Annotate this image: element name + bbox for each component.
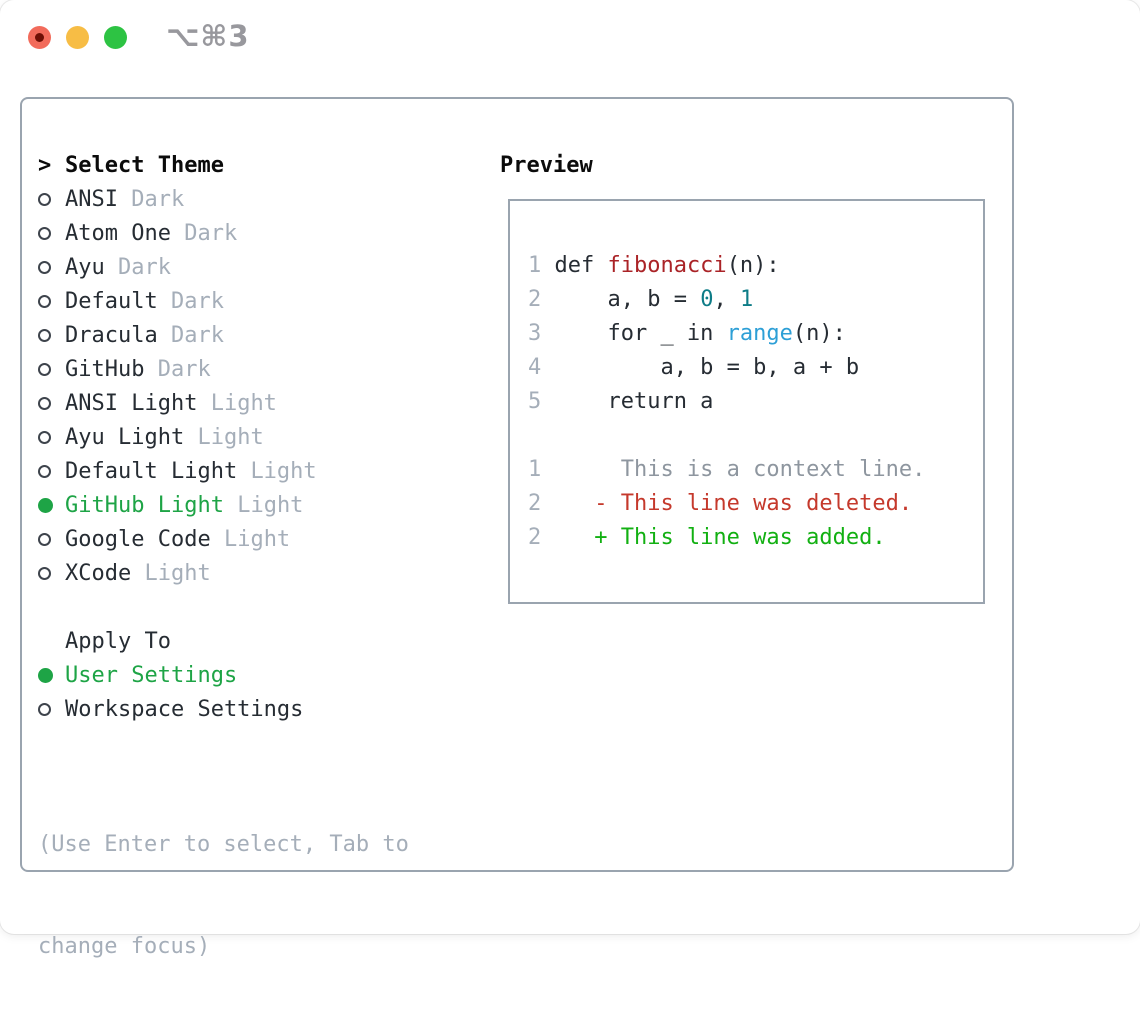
theme-variant-badge: Light [237,492,304,518]
keyboard-shortcut-label: ⌥⌘3 [166,19,250,53]
title-bar: ⌥⌘3 [0,0,1140,75]
line-number: 3 [528,321,542,346]
diff-added-line: 2 + This line was added. [528,521,925,555]
theme-variant-badge: Dark [184,220,238,246]
theme-name: Google Code [65,526,211,552]
theme-option-atom-one-dark[interactable]: Atom One Dark [38,216,317,250]
theme-name: ANSI Light [65,390,198,416]
line-number: 2 [528,525,542,550]
theme-list: > Select Theme ANSI Dark Atom One Dark A… [38,148,317,590]
radio-icon [38,192,65,206]
theme-option-dracula-dark[interactable]: Dracula Dark [38,318,317,352]
radio-icon [38,294,65,308]
theme-name: GitHub [65,356,145,382]
zoom-button[interactable] [104,26,127,49]
theme-name: Ayu Light [65,424,185,450]
apply-option-workspace-settings[interactable]: Workspace Settings [38,692,303,726]
radio-icon [38,362,65,376]
theme-name: Default [65,288,158,314]
radio-icon [38,226,65,240]
apply-to-header: Apply To [38,624,303,658]
close-button[interactable] [28,26,51,49]
select-theme-header: > Select Theme [38,148,317,182]
hint-line-1: (Use Enter to select, Tab to [38,832,409,857]
theme-variant-badge: Dark [118,254,171,280]
theme-option-github-dark[interactable]: GitHub Dark [38,352,317,386]
theme-variant-badge: Dark [131,186,185,212]
minimize-button[interactable] [66,26,89,49]
code-blank-line [528,419,925,453]
selected-radio-icon [38,667,65,683]
theme-variant-badge: Dark [170,288,224,314]
radio-icon [38,430,65,444]
theme-variant-badge: Light [223,526,291,552]
apply-option-user-settings[interactable]: User Settings [38,658,303,692]
theme-variant-badge: Light [144,560,211,586]
radio-icon [38,532,65,546]
theme-name: GitHub Light [65,492,224,518]
hint-line-2: change focus) [38,934,211,959]
theme-option-ayu-light[interactable]: Ayu Light Light [38,420,317,454]
line-number: 2 [528,287,542,312]
number-literal: 1 [739,287,754,312]
code-line: 5 return a [528,385,925,419]
line-number: 5 [528,389,542,414]
theme-variant-badge: Light [250,458,317,484]
radio-icon [38,260,65,274]
theme-option-default-light[interactable]: Default Light Light [38,454,317,488]
radio-icon [38,396,65,410]
theme-picker-panel: > Select Theme ANSI Dark Atom One Dark A… [20,97,1014,959]
theme-option-default-dark[interactable]: Default Dark [38,284,317,318]
radio-icon [38,328,65,342]
theme-option-google-code-light[interactable]: Google Code Light [38,522,317,556]
function-name: fibonacci [607,253,727,278]
selected-radio-icon [38,497,65,513]
number-literal: 0 [700,287,714,312]
diff-deleted-line: 2 - This line was deleted. [528,487,925,521]
theme-name: XCode [65,560,132,586]
theme-variant-badge: Dark [157,356,211,382]
theme-name: Ayu [65,254,105,280]
theme-name: Atom One [65,220,171,246]
theme-variant-badge: Light [210,390,277,416]
theme-option-ansi-dark[interactable]: ANSI Dark [38,182,317,216]
code-line: 2 a, b = 0, 1 [528,283,925,317]
theme-name: ANSI [65,186,118,212]
theme-option-xcode-light[interactable]: XCode Light [38,556,317,590]
diff-context-line: 1 This is a context line. [528,453,925,487]
apply-to-section: Apply To User Settings Workspace Setting… [38,624,303,726]
apply-to-title: Apply To [65,628,171,654]
app-window: ⌥⌘3 > Select Theme ANSI Dark Atom One Da… [0,0,1140,959]
theme-name: Dracula [65,322,158,348]
code-line: 3 for _ in range(n): [528,317,925,351]
line-number: 4 [528,355,542,380]
line-number: 2 [528,491,542,516]
radio-icon [38,566,65,580]
code-line: 4 a, b = b, a + b [528,351,925,385]
radio-icon [38,464,65,478]
theme-option-ansi-light[interactable]: ANSI Light Light [38,386,317,420]
focus-caret-icon: > [38,152,52,178]
keyboard-hint: (Use Enter to select, Tab to change focu… [38,760,409,1032]
theme-variant-badge: Dark [170,322,224,348]
line-number: 1 [528,253,542,278]
radio-icon [38,702,65,716]
builtin-name: range [726,321,793,346]
theme-name: Default Light [65,458,238,484]
preview-title: Preview [500,152,593,178]
apply-option-label: User Settings [65,662,238,688]
apply-option-label: Workspace Settings [65,696,304,722]
theme-option-ayu-dark[interactable]: Ayu Dark [38,250,317,284]
line-number: 1 [528,457,542,482]
select-theme-title: Select Theme [65,152,224,178]
theme-option-github-light[interactable]: GitHub Light Light [38,488,317,522]
theme-variant-badge: Light [197,424,264,450]
